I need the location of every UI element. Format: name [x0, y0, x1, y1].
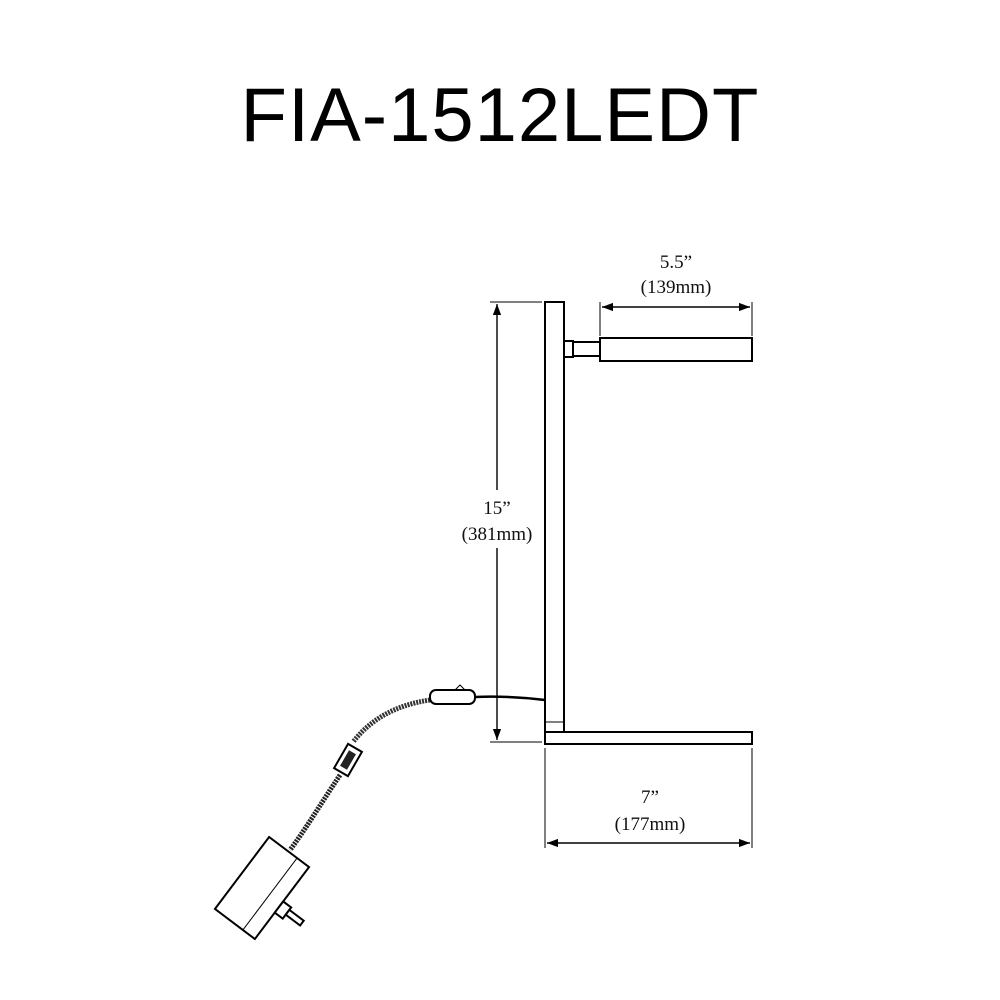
- power-cord: [287, 695, 546, 852]
- base-length-dimension: 7” (177mm): [544, 748, 753, 848]
- height-metric: (381mm): [462, 524, 533, 545]
- head-length-dimension: 5.5” (139mm): [599, 252, 753, 336]
- cord-connector: [332, 742, 364, 778]
- base-length-imperial: 7”: [641, 787, 659, 808]
- model-title: FIA-1512LEDT: [240, 73, 760, 158]
- base-length-metric: (177mm): [615, 814, 686, 835]
- head-length-metric: (139mm): [641, 277, 712, 298]
- height-imperial: 15”: [483, 498, 510, 519]
- lamp-pole: [544, 301, 565, 733]
- height-dimension: 15” (381mm): [462, 301, 542, 743]
- lamp-base: [544, 731, 753, 745]
- lamp-head: [563, 337, 753, 362]
- cord-switch: [429, 684, 476, 705]
- head-length-imperial: 5.5”: [660, 252, 692, 273]
- power-adapter-plug: [213, 835, 311, 941]
